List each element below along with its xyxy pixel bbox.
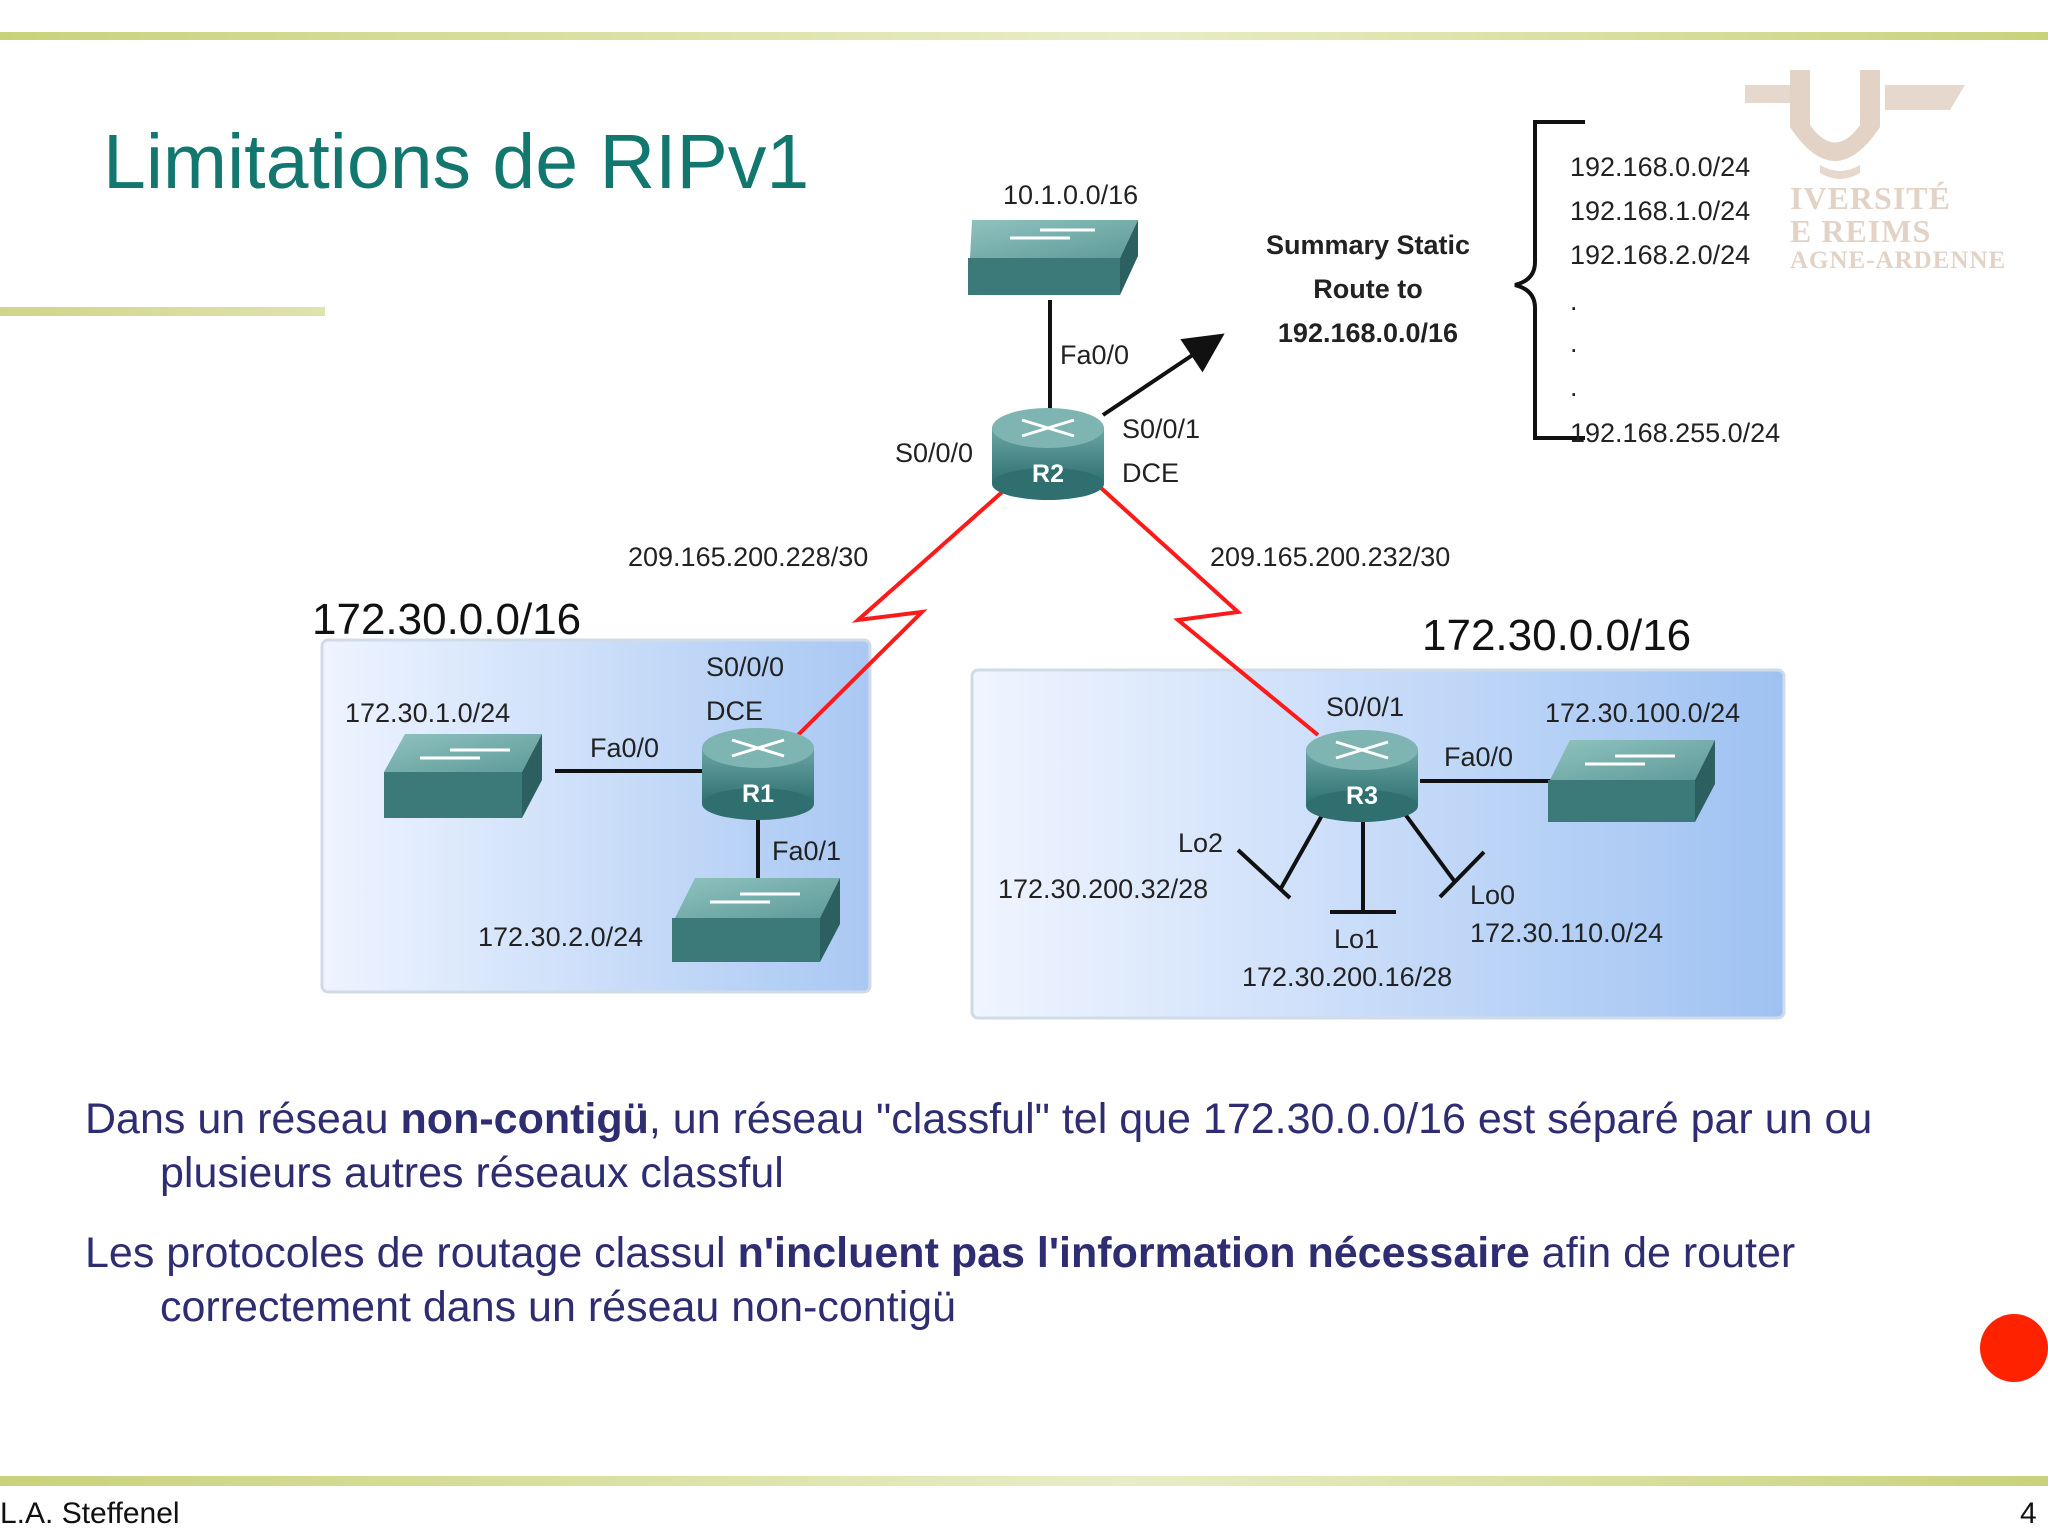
- router-r1-icon: R1: [702, 728, 814, 820]
- lo2-subnet-label: 172.30.200.32/28: [998, 874, 1208, 904]
- loopback-lo2: [1236, 809, 1327, 900]
- network-diagram: R2 R1 R3 10.1.0.0/16 Fa0/0 S0/0/0 S0/0/1…: [312, 120, 1786, 1020]
- loopback-lo1: [1330, 818, 1396, 914]
- summary-line-1: Summary Static: [1266, 230, 1470, 260]
- bottom-divider: [0, 1476, 2048, 1486]
- r1-fa00-label: Fa0/0: [590, 733, 659, 763]
- logo-emblem-icon: [1745, 70, 1965, 179]
- lan-r1-1-label: 172.30.1.0/24: [345, 698, 510, 728]
- bullet-2-text-end: afin de router correctement dans un rése…: [160, 1229, 1796, 1331]
- router-r1-label: R1: [742, 780, 774, 808]
- router-r3-icon: R3: [1306, 730, 1418, 822]
- summary-list-item: 192.168.255.0/24: [1570, 418, 1780, 448]
- r1-s000-label: S0/0/0: [706, 652, 784, 682]
- r2-dce-label: DCE: [1122, 458, 1179, 488]
- lo1-label: Lo1: [1334, 924, 1379, 954]
- title-underline: [0, 307, 325, 316]
- logo-line-3: AGNE-ARDENNE: [1790, 247, 2007, 274]
- pointer-dot: [1980, 1314, 2048, 1382]
- bullet-2: Les protocoles de routage classul n'incl…: [85, 1226, 1985, 1334]
- network-right-label: 172.30.0.0/16: [1422, 611, 1691, 660]
- wan-right-label: 209.165.200.232/30: [1210, 542, 1450, 572]
- bullet-1-text-start: Dans un réseau: [85, 1095, 401, 1143]
- bullet-1-bold: non-contigü: [400, 1095, 649, 1143]
- switch-172-30-100-icon: [1548, 740, 1715, 822]
- bullet-2-bold: n'incluent pas l'information nécessaire: [737, 1229, 1530, 1277]
- summary-list-item: .: [1570, 286, 1578, 316]
- r2-s000-label: S0/0/0: [895, 438, 973, 468]
- summary-arrow-icon: [1101, 333, 1225, 417]
- summary-bracket-icon: [1514, 120, 1585, 440]
- lo1-subnet-label: 172.30.200.16/28: [1242, 962, 1452, 992]
- r2-s001-label: S0/0/1: [1122, 414, 1200, 444]
- lo0-label: Lo0: [1470, 880, 1515, 910]
- switch-10-1-icon: [968, 220, 1138, 295]
- lan-top-label: 10.1.0.0/16: [1003, 180, 1138, 210]
- r1-dce-label: DCE: [706, 696, 763, 726]
- logo-line-1: IVERSITÉ: [1790, 180, 1951, 216]
- body-text: Dans un réseau non-contigü, un réseau "c…: [85, 1092, 1985, 1360]
- summary-list-item: 192.168.0.0/24: [1570, 152, 1750, 182]
- summary-list-item: 192.168.1.0/24: [1570, 196, 1750, 226]
- serial-link-r2-r3: [1088, 476, 1320, 737]
- network-left-label: 172.30.0.0/16: [312, 595, 581, 644]
- bullet-1: Dans un réseau non-contigü, un réseau "c…: [85, 1092, 1985, 1200]
- lan-r1-2-label: 172.30.2.0/24: [478, 922, 643, 952]
- router-r2-label: R2: [1032, 460, 1064, 488]
- r1-fa01-label: Fa0/1: [772, 836, 841, 866]
- switch-172-30-2-icon: [672, 878, 840, 962]
- wan-left-label: 209.165.200.228/30: [628, 542, 868, 572]
- router-r3-label: R3: [1346, 782, 1378, 810]
- summary-list-item: 192.168.2.0/24: [1570, 240, 1750, 270]
- university-logo: IVERSITÉ E REIMS AGNE-ARDENNE: [1735, 65, 2048, 295]
- summary-list-item: .: [1570, 372, 1578, 402]
- page-number: 4: [2020, 1497, 2037, 1530]
- loopback-lo0: [1400, 808, 1486, 899]
- serial-link-r2-r1: [796, 476, 1020, 737]
- bullet-1-text-end: , un réseau "classful" tel que 172.30.0.…: [160, 1095, 1873, 1197]
- r3-fa00-label: Fa0/0: [1444, 742, 1513, 772]
- lan-r3-label: 172.30.100.0/24: [1545, 698, 1740, 728]
- router-r2-icon: R2: [992, 408, 1104, 500]
- footer-author: L.A. Steffenel: [0, 1497, 180, 1530]
- summary-list-item: .: [1570, 328, 1578, 358]
- logo-line-2: E REIMS: [1790, 213, 1932, 249]
- summary-line-3: 192.168.0.0/16: [1278, 318, 1458, 348]
- switch-172-30-1-icon: [384, 734, 542, 818]
- r2-fa00-label: Fa0/0: [1060, 340, 1129, 370]
- r3-s001-label: S0/0/1: [1326, 692, 1404, 722]
- summary-line-2: Route to: [1313, 274, 1422, 304]
- bullet-2-text-start: Les protocoles de routage classul: [85, 1229, 738, 1277]
- lo2-label: Lo2: [1178, 828, 1223, 858]
- lo0-subnet-label: 172.30.110.0/24: [1470, 918, 1663, 948]
- slide-title: Limitations de RIPv1: [103, 119, 810, 205]
- top-divider: [0, 32, 2048, 40]
